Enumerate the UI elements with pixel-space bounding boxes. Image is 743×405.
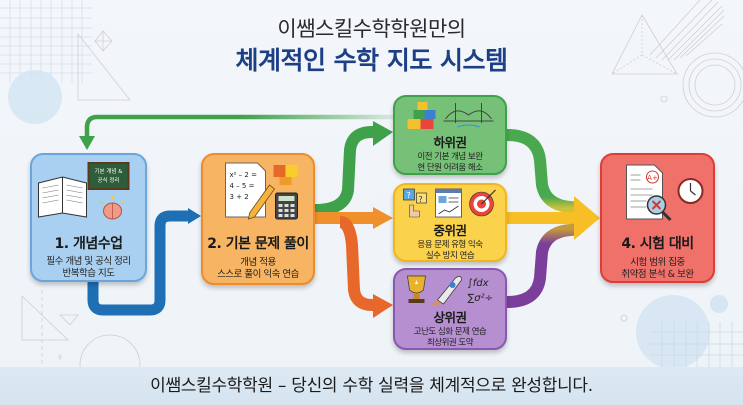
track-lower-card: 하위권 이전 기본 개념 보완 현 단원 어려움 해소 — [393, 95, 507, 175]
svg-text:?: ? — [419, 195, 423, 204]
step-concept-desc-1: 필수 개념 및 공식 정리 — [46, 256, 131, 267]
step-concept-title: 1. 개념수업 — [54, 236, 123, 252]
basic-to-lower-arrow — [314, 126, 380, 216]
track-lower-desc-2: 현 단원 어려움 해소 — [417, 163, 483, 174]
pencil-icon — [247, 184, 276, 220]
grade-mark-text: A+ — [647, 174, 658, 182]
puzzle-icon — [273, 165, 298, 185]
math-sum-text: ∑σ²÷ — [468, 293, 493, 304]
trophy-icon — [407, 275, 426, 303]
clock-icon — [677, 178, 704, 204]
magnifier-icon — [646, 195, 672, 222]
track-middle-card: ? ? 중위권 응용 문제 유형 익숙 실수 방지 연습 — [393, 183, 507, 262]
lower-to-exam-arrow — [506, 129, 581, 214]
triangle-decoration — [77, 32, 131, 101]
step-basic-title: 2. 기본 문제 풀이 — [207, 236, 309, 252]
math-symbols-icon: ∫fdx ∑σ²÷ — [468, 278, 493, 304]
report-chart-icon — [435, 188, 462, 218]
header-subtitle: 이쌤스킬수학학원만의 — [277, 17, 466, 41]
chalkboard-icon: 기본 개념 & 공식 정리 — [87, 162, 130, 190]
concept-to-basic-arrow — [87, 210, 191, 316]
step-concept-card: 기본 개념 & 공식 정리 1. 개념수업 필수 개념 및 공식 정리 반복학습… — [30, 153, 147, 282]
worksheet-line-3: 3 + 2 — [230, 193, 249, 201]
footer-banner: 이쌤스킬수학학원 – 당신의 수학 실력을 체계적으로 완성합니다. — [0, 367, 743, 405]
basic-to-upper-arrow — [339, 216, 380, 311]
chalkboard-text-line2: 공식 정리 — [98, 176, 120, 184]
step-exam-card: A+ 4. 시험 대비 시험 범위 집중 취약점 분석 & 보완 — [600, 153, 715, 283]
worksheet-icon: x² – 2 = 4 – 5 = 3 + 2 — [225, 162, 266, 218]
upper-to-exam-arrow — [506, 223, 581, 308]
math-integral-text: ∫fdx — [468, 278, 489, 289]
chalkboard-text-line1: 기본 개념 & — [94, 167, 123, 175]
step-concept-desc-2: 반복학습 지도 — [62, 268, 115, 280]
worksheet-line-1: x² – 2 = — [230, 171, 258, 179]
feedback-arrow — [84, 114, 393, 138]
target-icon — [469, 189, 496, 217]
track-lower-desc-1: 이전 기본 개념 보완 — [417, 152, 483, 162]
step-exam-desc-1: 시험 범위 집중 — [630, 257, 685, 268]
question-hand-icon: ? ? — [403, 188, 427, 218]
step-exam-desc-2: 취약점 분석 & 보완 — [621, 269, 694, 281]
grid-pattern-top-left — [0, 0, 92, 83]
calculator-icon — [275, 192, 298, 220]
track-upper-card: ∫fdx ∑σ²÷ 상위권 고난도 심화 문제 연습 최상위권 도약 — [393, 268, 507, 350]
circle-decoration — [8, 70, 62, 124]
worksheet-line-2: 4 – 5 = — [230, 182, 255, 190]
track-middle-desc-1: 응용 문제 유형 익숙 — [417, 240, 483, 250]
track-lower-title: 하위권 — [433, 135, 467, 150]
track-middle-title: 중위권 — [433, 223, 467, 238]
rocket-icon — [431, 276, 462, 306]
footer-text: 이쌤스킬수학학원 – 당신의 수학 실력을 체계적으로 완성합니다. — [150, 376, 593, 396]
step-basic-card: x² – 2 = 4 – 5 = 3 + 2 2. 기본 문제 풀이 개념 적용… — [201, 153, 315, 285]
step-basic-desc-2: 스스로 풀이 익숙 연습 — [217, 269, 299, 281]
step-basic-desc-1: 개념 적용 — [240, 257, 276, 268]
step-exam-title: 4. 시험 대비 — [621, 236, 694, 252]
brain-icon — [100, 196, 125, 220]
track-upper-desc-1: 고난도 심화 문제 연습 — [413, 327, 487, 337]
track-middle-desc-2: 실수 방지 연습 — [425, 251, 475, 262]
track-upper-desc-2: 최상위권 도약 — [426, 338, 474, 349]
header-title: 체계적인 수학 지도 시스템 — [235, 46, 508, 75]
track-upper-title: 상위권 — [433, 310, 467, 325]
blocks-icon — [407, 102, 436, 129]
bridge-icon — [443, 103, 494, 128]
notebook-icon — [38, 176, 87, 218]
svg-text:?: ? — [407, 191, 411, 200]
